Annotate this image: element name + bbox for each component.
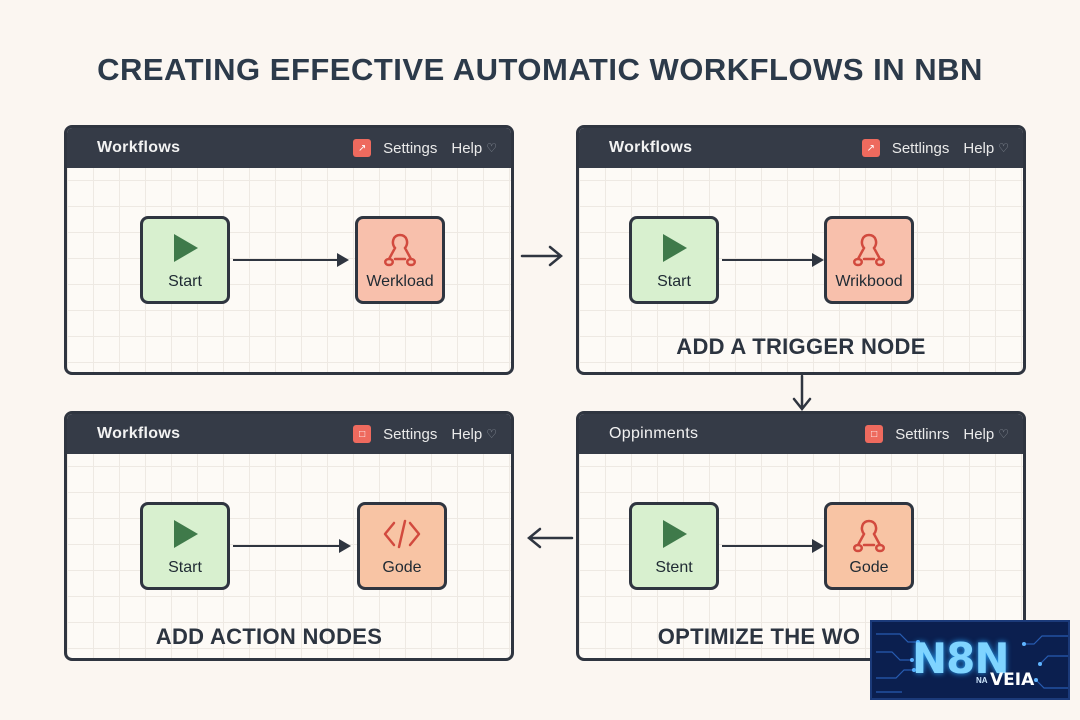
play-icon	[663, 520, 687, 548]
circuit-pattern-icon	[876, 633, 1068, 693]
webhook-node[interactable]: Wrikbood	[824, 216, 914, 304]
webhook-icon	[384, 233, 416, 267]
settings-link[interactable]: Settings	[383, 425, 438, 443]
code-node[interactable]: Gode	[357, 502, 447, 590]
help-link[interactable]: Help	[451, 139, 483, 157]
node-connector	[233, 253, 349, 267]
logo-veia: VEIA	[990, 670, 1035, 690]
workflow-panel-4: Oppinments □ Settlinrs Help ♡ Stent Gode…	[576, 411, 1026, 661]
panel-header: Oppinments □ Settlinrs Help ♡	[579, 414, 1023, 454]
logo-wordmark: N8N	[912, 634, 1010, 683]
settings-icon[interactable]: □	[353, 425, 372, 443]
heart-icon: ♡	[486, 427, 497, 441]
workflow-panel-2: Workflows ↗ Settlings Help ♡ Start Wrikb…	[576, 125, 1026, 375]
flow-arrow-right	[520, 245, 563, 267]
settings-icon[interactable]: □	[865, 425, 884, 443]
start-node[interactable]: Start	[140, 502, 230, 590]
panel-title: Oppinments	[609, 425, 699, 442]
panel-title: Workflows	[97, 425, 181, 442]
panel-header: Workflows □ Settings Help ♡	[67, 414, 511, 454]
panel-header: Workflows ↗ Settings Help ♡	[67, 128, 511, 168]
start-node[interactable]: Stent	[629, 502, 719, 590]
page-title: CREATING EFFECTIVE AUTOMATIC WORKFLOWS I…	[97, 52, 983, 87]
start-node[interactable]: Start	[629, 216, 719, 304]
heart-icon: ♡	[998, 427, 1009, 441]
node-label: Werkload	[366, 273, 434, 290]
panel-title: Workflows	[97, 139, 181, 156]
start-node[interactable]: Start	[140, 216, 230, 304]
help-link[interactable]: Help	[963, 139, 995, 157]
settings-icon[interactable]: ↗	[861, 139, 880, 157]
play-icon	[174, 234, 198, 262]
node-label: Start	[168, 559, 202, 576]
help-link[interactable]: Help	[451, 425, 483, 443]
settings-link[interactable]: Settlinrs	[895, 425, 950, 443]
webhook-icon	[853, 233, 885, 267]
node-label: Start	[168, 273, 202, 290]
help-link[interactable]: Help	[963, 425, 995, 443]
panel-title: Workflows	[609, 139, 693, 156]
node-label: Stent	[655, 559, 693, 576]
node-label: Start	[657, 273, 691, 290]
node-label: Wrikbood	[835, 273, 903, 290]
node-connector	[722, 539, 824, 553]
settings-link[interactable]: Settlings	[891, 139, 950, 157]
step-caption: ADD A TRIGGER NODE	[676, 334, 926, 359]
flow-arrow-down	[792, 374, 812, 412]
workflow-panel-1: Workflows ↗ Settings Help ♡ Start Werklo…	[64, 125, 514, 375]
webhook-node[interactable]: Werkload	[355, 216, 445, 304]
webhook-icon	[853, 519, 885, 553]
webhook-node[interactable]: Gode	[824, 502, 914, 590]
logo-na: NA	[976, 676, 988, 685]
flow-arrow-left	[527, 527, 574, 549]
workflow-panel-3: Workflows □ Settings Help ♡ Start Gode A…	[64, 411, 514, 661]
node-connector	[722, 253, 824, 267]
settings-icon[interactable]: ↗	[353, 139, 372, 157]
node-connector	[233, 539, 351, 553]
panel-header: Workflows ↗ Settlings Help ♡	[579, 128, 1023, 168]
step-caption: OPTIMIZE THE WO	[657, 624, 861, 649]
step-caption: ADD ACTION NODES	[155, 624, 383, 649]
n8n-logo: N8N NA VEIA	[870, 620, 1070, 700]
node-label: Gode	[849, 559, 889, 576]
play-icon	[174, 520, 198, 548]
play-icon	[663, 234, 687, 262]
heart-icon: ♡	[998, 141, 1009, 155]
heart-icon: ♡	[486, 141, 497, 155]
node-label: Gode	[382, 559, 422, 576]
code-icon	[383, 519, 421, 549]
settings-link[interactable]: Settings	[383, 139, 438, 157]
